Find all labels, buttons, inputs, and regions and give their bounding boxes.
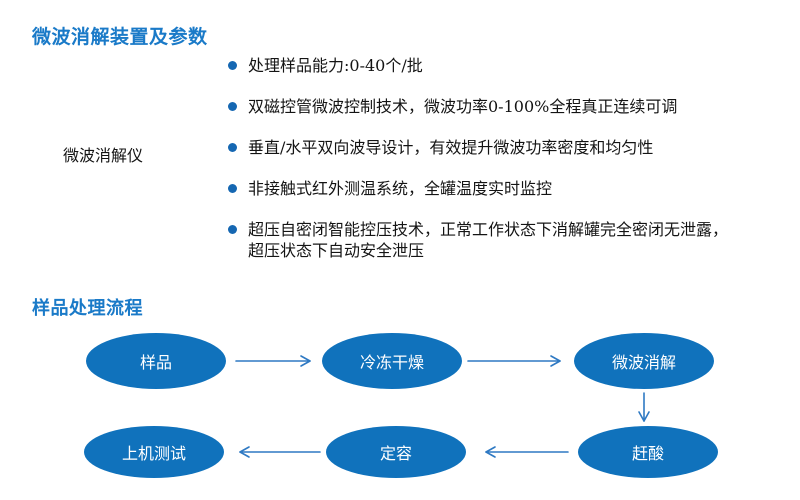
section-title-device-parameters: 微波消解装置及参数 [32, 26, 208, 48]
list-item: 双磁控管微波控制技术，微波功率0-100%全程真正连续可调 [228, 96, 788, 117]
list-item: 超压自密闭智能控压技术，正常工作状态下消解罐完全密闭无泄露， 超压状态下自动安全… [228, 219, 788, 261]
arrow-right-icon [235, 355, 311, 367]
flow-node-freeze-drying: 冷冻干燥 [322, 333, 462, 389]
list-item: 非接触式红外测温系统，全罐温度实时监控 [228, 178, 788, 199]
flow-node-sample: 样品 [86, 333, 226, 389]
arrow-left-icon [239, 446, 321, 458]
spec-bullet-list: 处理样品能力:0-40个/批 双磁控管微波控制技术，微波功率0-100%全程真正… [228, 55, 788, 281]
bullet-dot-icon [228, 61, 237, 70]
bullet-text: 处理样品能力:0-40个/批 [248, 56, 423, 75]
bullet-text: 超压自密闭智能控压技术，正常工作状态下消解罐完全密闭无泄露， 超压状态下自动安全… [248, 220, 729, 260]
bullet-text: 垂直/水平双向波导设计，有效提升微波功率密度和均匀性 [248, 138, 654, 157]
list-item: 处理样品能力:0-40个/批 [228, 55, 788, 76]
flow-node-acid-removal: 赶酸 [578, 426, 718, 478]
arrow-right-icon [467, 355, 561, 367]
flow-node-microwave-digestion: 微波消解 [574, 333, 714, 389]
flow-node-instrument-testing: 上机测试 [84, 426, 224, 478]
flow-node-constant-volume: 定容 [326, 426, 466, 478]
bullet-dot-icon [228, 225, 237, 234]
bullet-dot-icon [228, 102, 237, 111]
arrow-down-icon [638, 392, 650, 422]
arrow-left-icon [485, 446, 569, 458]
bullet-text: 双磁控管微波控制技术，微波功率0-100%全程真正连续可调 [248, 97, 678, 116]
section-title-sample-process: 样品处理流程 [32, 298, 143, 319]
device-name-label: 微波消解仪 [63, 146, 144, 165]
bullet-dot-icon [228, 184, 237, 193]
bullet-text: 非接触式红外测温系统，全罐温度实时监控 [248, 179, 553, 198]
list-item: 垂直/水平双向波导设计，有效提升微波功率密度和均匀性 [228, 137, 788, 158]
bullet-dot-icon [228, 143, 237, 152]
